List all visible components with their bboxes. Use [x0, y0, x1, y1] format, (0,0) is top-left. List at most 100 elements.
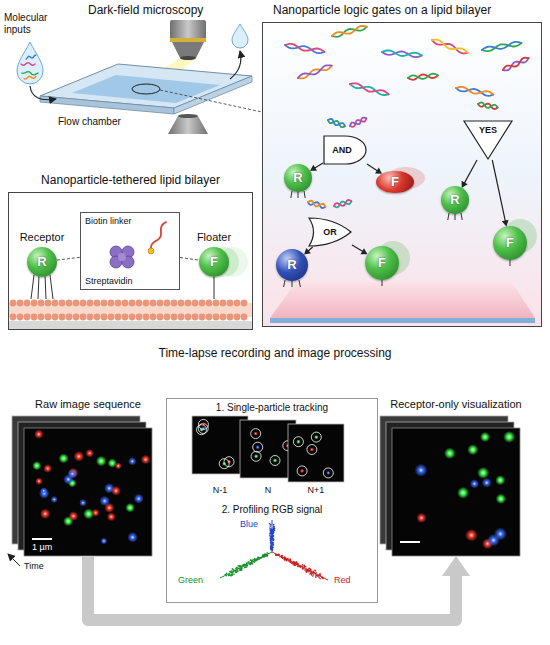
scatter-point: [270, 547, 272, 549]
scatter-point: [237, 570, 239, 572]
receptor-tether: [448, 213, 449, 220]
lipid-head: [122, 314, 129, 321]
particle-spot: [487, 534, 500, 547]
tracking-circle: [251, 429, 261, 439]
dna-strand: [350, 118, 366, 126]
objective-lens: [180, 56, 196, 60]
scatter-point: [287, 558, 289, 560]
particle-spot: [115, 462, 122, 469]
tracking-circle: [251, 451, 261, 461]
scatter-point: [306, 571, 308, 573]
lipid-head: [122, 300, 129, 307]
yes-gate: YES: [463, 120, 513, 160]
scatter-point: [293, 561, 295, 563]
scatter-point: [242, 564, 244, 566]
scatter-point: [303, 565, 305, 567]
scatter-point: [304, 569, 306, 571]
scatter-point: [306, 569, 308, 571]
scatter-point: [315, 572, 317, 574]
scatter-point: [250, 564, 252, 566]
red-axis: [272, 552, 328, 580]
particle-spot: [111, 486, 121, 496]
scatter-point: [290, 559, 292, 561]
particle-letter: F: [391, 175, 399, 190]
scatter-point: [284, 557, 286, 559]
connector: [492, 160, 508, 226]
scatter-point: [247, 565, 249, 567]
dna-strand: [298, 65, 332, 78]
lipid-head: [73, 314, 80, 321]
dna-strand: [22, 72, 38, 75]
dna-strand: [432, 40, 468, 53]
particle-spot: [99, 496, 110, 507]
connector-line: [464, 160, 477, 184]
scatter-point: [317, 575, 319, 577]
scatter-point: [319, 575, 321, 577]
nanoparticle: F: [493, 226, 527, 260]
lipid-head: [171, 314, 178, 321]
scale-bar: [400, 541, 420, 543]
scatter-point: [256, 560, 258, 562]
scatter-point: [306, 571, 308, 573]
scatter-point: [311, 574, 313, 576]
scatter-point: [250, 563, 252, 565]
tracking-frame: [288, 424, 344, 482]
particle-letter: R: [287, 258, 296, 273]
receptor-tether: [291, 191, 292, 198]
scatter-point: [322, 577, 324, 579]
scatter-point: [244, 567, 246, 569]
scatter-point: [272, 542, 274, 544]
scatter-point: [321, 577, 323, 579]
scatter-point: [300, 565, 302, 567]
dna-strand: [332, 26, 367, 36]
scatter-point: [266, 552, 268, 554]
lipid-head: [178, 300, 185, 307]
lipid-head: [10, 314, 17, 321]
scatter-point: [234, 570, 236, 572]
lipid-head: [45, 314, 52, 321]
scatter-point: [272, 539, 274, 541]
lipid-head: [185, 300, 192, 307]
nanoparticle: R: [441, 186, 469, 214]
scatter-point: [275, 554, 277, 556]
scatter-point: [310, 573, 312, 575]
particle-spot: [314, 435, 318, 439]
scatter-point: [316, 575, 318, 577]
scatter-point: [285, 558, 287, 560]
gate-label: AND: [332, 145, 352, 155]
particle-spot: [482, 478, 492, 488]
lipid-head: [17, 300, 24, 307]
scatter-point: [224, 574, 226, 576]
particle-spot: [92, 509, 100, 517]
lipid-head: [199, 314, 206, 321]
substrate: [270, 318, 535, 323]
scatter-point: [310, 568, 312, 570]
scatter-point: [308, 567, 310, 569]
image-heading: Receptor-only visualization: [390, 398, 521, 411]
dna-strand: [503, 58, 528, 70]
scatter-point: [252, 563, 254, 565]
scatter-point: [269, 527, 271, 529]
particle-spot: [273, 458, 277, 462]
scatter-point: [283, 559, 285, 561]
particle-spot: [134, 494, 144, 504]
scatter-point: [271, 533, 273, 535]
panel-ground: [262, 22, 542, 327]
lipid-head: [108, 314, 115, 321]
receptor-tether: [38, 275, 39, 299]
scatter-point: [271, 549, 273, 551]
lipid-bilayer: [270, 282, 535, 318]
scatter-point: [238, 567, 240, 569]
scatter-point: [270, 531, 272, 533]
scatter-point: [272, 530, 274, 532]
receptor-tether: [298, 191, 299, 198]
scatter-point: [281, 557, 283, 559]
scatter-point: [305, 571, 307, 573]
lipid-head: [115, 300, 122, 307]
scatter-point: [310, 569, 312, 571]
scatter-point: [273, 540, 275, 542]
particle-spot: [495, 475, 505, 485]
floater-tether: [214, 277, 215, 299]
scatter-point: [226, 573, 228, 575]
dna-strand: [408, 75, 438, 80]
